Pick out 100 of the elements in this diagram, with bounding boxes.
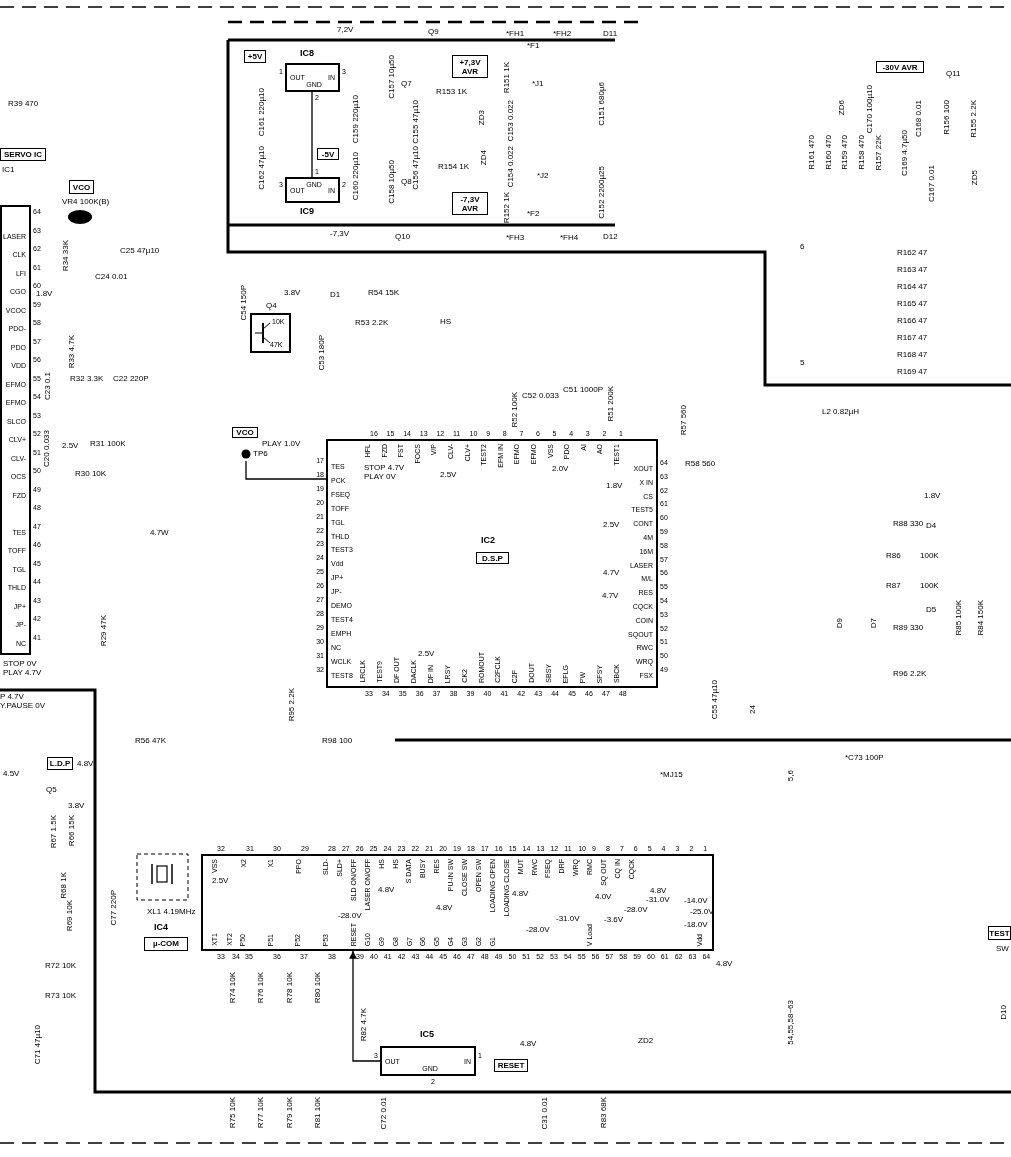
- schematic-label: 4.7V: [602, 592, 619, 600]
- schematic-label: C31 0.01: [541, 1097, 549, 1130]
- schematic-label: R155 2.2K: [970, 100, 978, 138]
- schematic-label: R161 470: [808, 135, 816, 170]
- schematic-label: R52 100K: [511, 392, 519, 428]
- schematic-label: R58 560: [685, 460, 716, 468]
- schematic-label: R32 3.3K: [70, 375, 104, 383]
- schematic-label: R69 10K: [66, 900, 74, 932]
- schematic-label: R68 1K: [60, 872, 68, 899]
- schematic-label: R29 47K: [100, 615, 108, 647]
- schematic-label: L2 0.82µH: [822, 408, 860, 416]
- schematic-label: C77 220P: [110, 890, 118, 926]
- schematic-label: ZD2: [638, 1037, 654, 1045]
- schematic-label: R85 100K: [955, 600, 963, 636]
- schematic-label: R81 10K: [314, 1097, 322, 1129]
- schematic-label: STOP 4.7V: [364, 464, 405, 472]
- schematic-label: 100K: [920, 552, 939, 560]
- schematic-label: C25 47µ10: [120, 247, 160, 255]
- schematic-label: R160 470: [825, 135, 833, 170]
- schematic-label: -7,3V: [330, 230, 350, 238]
- schematic-label: C54 150P: [240, 285, 248, 321]
- schematic-label: -28.0V: [338, 912, 362, 920]
- schematic-label: ZD4: [480, 150, 488, 166]
- schematic-label: -14.0V: [684, 897, 708, 905]
- schematic-label: *F2: [527, 210, 540, 218]
- schematic-label: 2.5V: [212, 877, 229, 885]
- schematic-label: 4.0V: [595, 893, 612, 901]
- schematic-label: C160 220µ10: [352, 152, 360, 201]
- schematic-label: 4.8V: [378, 886, 395, 894]
- schematic-label: PLAY 0V: [364, 473, 396, 481]
- schematic-label: C23 0.1: [44, 372, 52, 401]
- schematic-label: R76 10K: [257, 972, 265, 1004]
- schematic-label: R164 47: [897, 283, 928, 291]
- schematic-label: C24 0.01: [95, 273, 128, 281]
- schematic-label: C51 1000P: [563, 386, 604, 394]
- schematic-label: 5: [800, 359, 805, 367]
- schematic-label: 2.5V: [603, 521, 620, 529]
- schematic-label: PLAY 4.7V: [3, 669, 42, 677]
- schematic-label: C155 47µ10: [412, 100, 420, 144]
- schematic-label: C170 100µ10: [866, 85, 874, 134]
- ic-label: IC8: [300, 49, 314, 58]
- schematic-label: -28.0V: [526, 926, 550, 934]
- schematic-label: Q7: [401, 80, 412, 88]
- schematic-label: R66 15K: [68, 815, 76, 847]
- schematic-label: R86: [886, 552, 901, 560]
- schematic-label: R33 4.7K: [68, 335, 76, 369]
- schematic-label: R153 1K: [436, 88, 468, 96]
- label-box: -7,3V AVR: [452, 192, 488, 215]
- schematic-label: -25.0V: [690, 908, 714, 916]
- schematic-label: 5,6: [787, 770, 795, 782]
- schematic-label: C72 0.01: [380, 1097, 388, 1130]
- schematic-label: 6: [800, 243, 805, 251]
- schematic-label: 3.8V: [284, 289, 301, 297]
- label-box: VCO: [69, 180, 94, 194]
- schematic-label: C71 47µ10: [34, 1025, 42, 1065]
- schematic-label: R98 100: [322, 737, 353, 745]
- schematic-label: 3.8V: [68, 802, 85, 810]
- schematic-label: 24: [749, 705, 757, 714]
- schematic-label: XL1 4.19MHz: [147, 908, 196, 916]
- schematic-label: R75 10K: [229, 1097, 237, 1129]
- schematic-label: 2.0V: [552, 465, 569, 473]
- schematic-label: R82 4.7K: [360, 1008, 368, 1042]
- schematic-label: C169 4.7µ50: [901, 130, 909, 176]
- ic-label: IC5: [420, 1030, 434, 1039]
- schematic-label: R159 470: [841, 135, 849, 170]
- label-box: RESET: [494, 1059, 528, 1072]
- schematic-label: C153 0.022: [507, 100, 515, 142]
- schematic-label: 4.8V: [520, 1040, 537, 1048]
- schematic-label: 2.5V: [62, 442, 79, 450]
- schematic-label: R77 10K: [257, 1097, 265, 1129]
- schematic-label: D11: [603, 30, 618, 38]
- label-box: +7,3V AVR: [452, 55, 488, 78]
- schematic-label: -3.6V: [604, 916, 624, 924]
- schematic-label: D9: [836, 618, 844, 629]
- label-box: D.S.P: [476, 552, 509, 564]
- schematic-label: R51 200K: [607, 386, 615, 422]
- schematic-label: P 4.7V: [0, 693, 24, 701]
- schematic-label: D5: [926, 606, 937, 614]
- schematic-label: C154 0.022: [507, 146, 515, 188]
- transistor-package: [250, 313, 291, 353]
- label-box: -30V AVR: [876, 61, 924, 73]
- schematic-label: R152 1K: [503, 192, 511, 224]
- schematic-label: C53 180P: [318, 335, 326, 371]
- schematic-label: R74 10K: [229, 972, 237, 1004]
- schematic-label: Q11: [946, 70, 961, 78]
- schematic-label: 2.5V: [440, 471, 457, 479]
- schematic-label: *FH3: [506, 234, 525, 242]
- ic-label: IC4: [154, 923, 168, 932]
- schematic-label: *C73 100P: [845, 754, 884, 762]
- schematic-label: R34 33K: [62, 240, 70, 272]
- schematic-label: D7: [870, 618, 878, 629]
- schematic-label: C168 0.01: [915, 100, 923, 137]
- schematic-label: R169 47: [897, 368, 928, 376]
- label-box: VCO: [232, 427, 258, 438]
- schematic-label: 4.8V: [716, 960, 733, 968]
- schematic-label: C161 220µ10: [258, 88, 266, 137]
- schematic-label: R154 1K: [438, 163, 470, 171]
- schematic-label: R84 150K: [977, 600, 985, 636]
- schematic-label: ZD5: [971, 170, 979, 186]
- schematic-label: 4.8V: [436, 904, 453, 912]
